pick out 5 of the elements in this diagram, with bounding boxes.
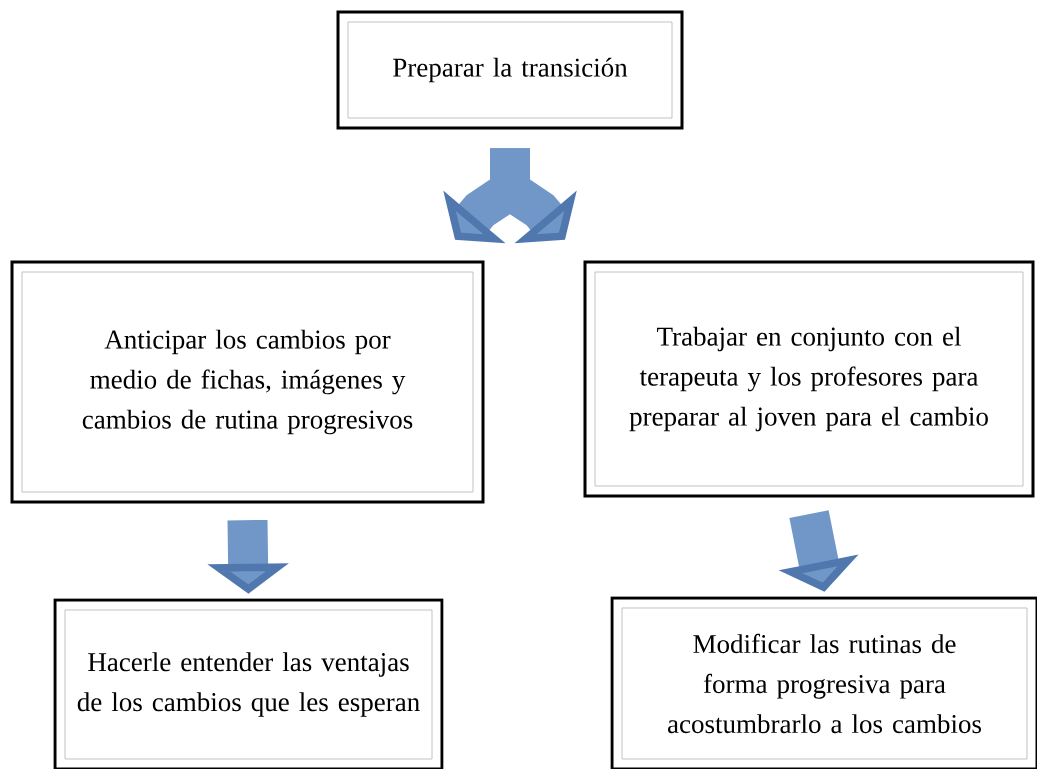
process-box: Trabajar en conjunto con el terapeuta y los profesores para preparar al joven para el cambio [583,260,1035,498]
process-box: Modificar las rutinas de forma progresiva para acostumbrarlo a los cambios [610,596,1037,769]
process-box: Anticipar los cambios por medio de fichas, imágenes y cambios de rutina progresivos [10,260,485,504]
process-box: Preparar la transición [336,10,684,130]
process-box: Hacerle entender las ventajas de los cambios que les esperan [53,598,444,769]
